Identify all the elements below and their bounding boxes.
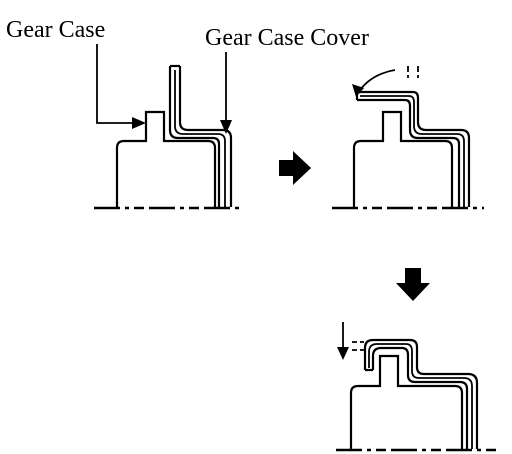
gear-case-label: Gear Case xyxy=(6,17,105,43)
panel-3-after xyxy=(336,338,496,452)
panel-1-before xyxy=(94,64,244,210)
gear-case-cover-label: Gear Case Cover xyxy=(205,25,369,51)
gear-case-cover-leader xyxy=(220,52,232,134)
fold-down-arrow-icon xyxy=(337,322,349,360)
arrow-down-icon xyxy=(396,268,430,301)
gear-case-leader xyxy=(96,44,146,129)
panel-2-bending xyxy=(332,66,484,210)
curved-arrow-icon xyxy=(352,69,396,97)
arrow-right-icon xyxy=(279,151,311,185)
